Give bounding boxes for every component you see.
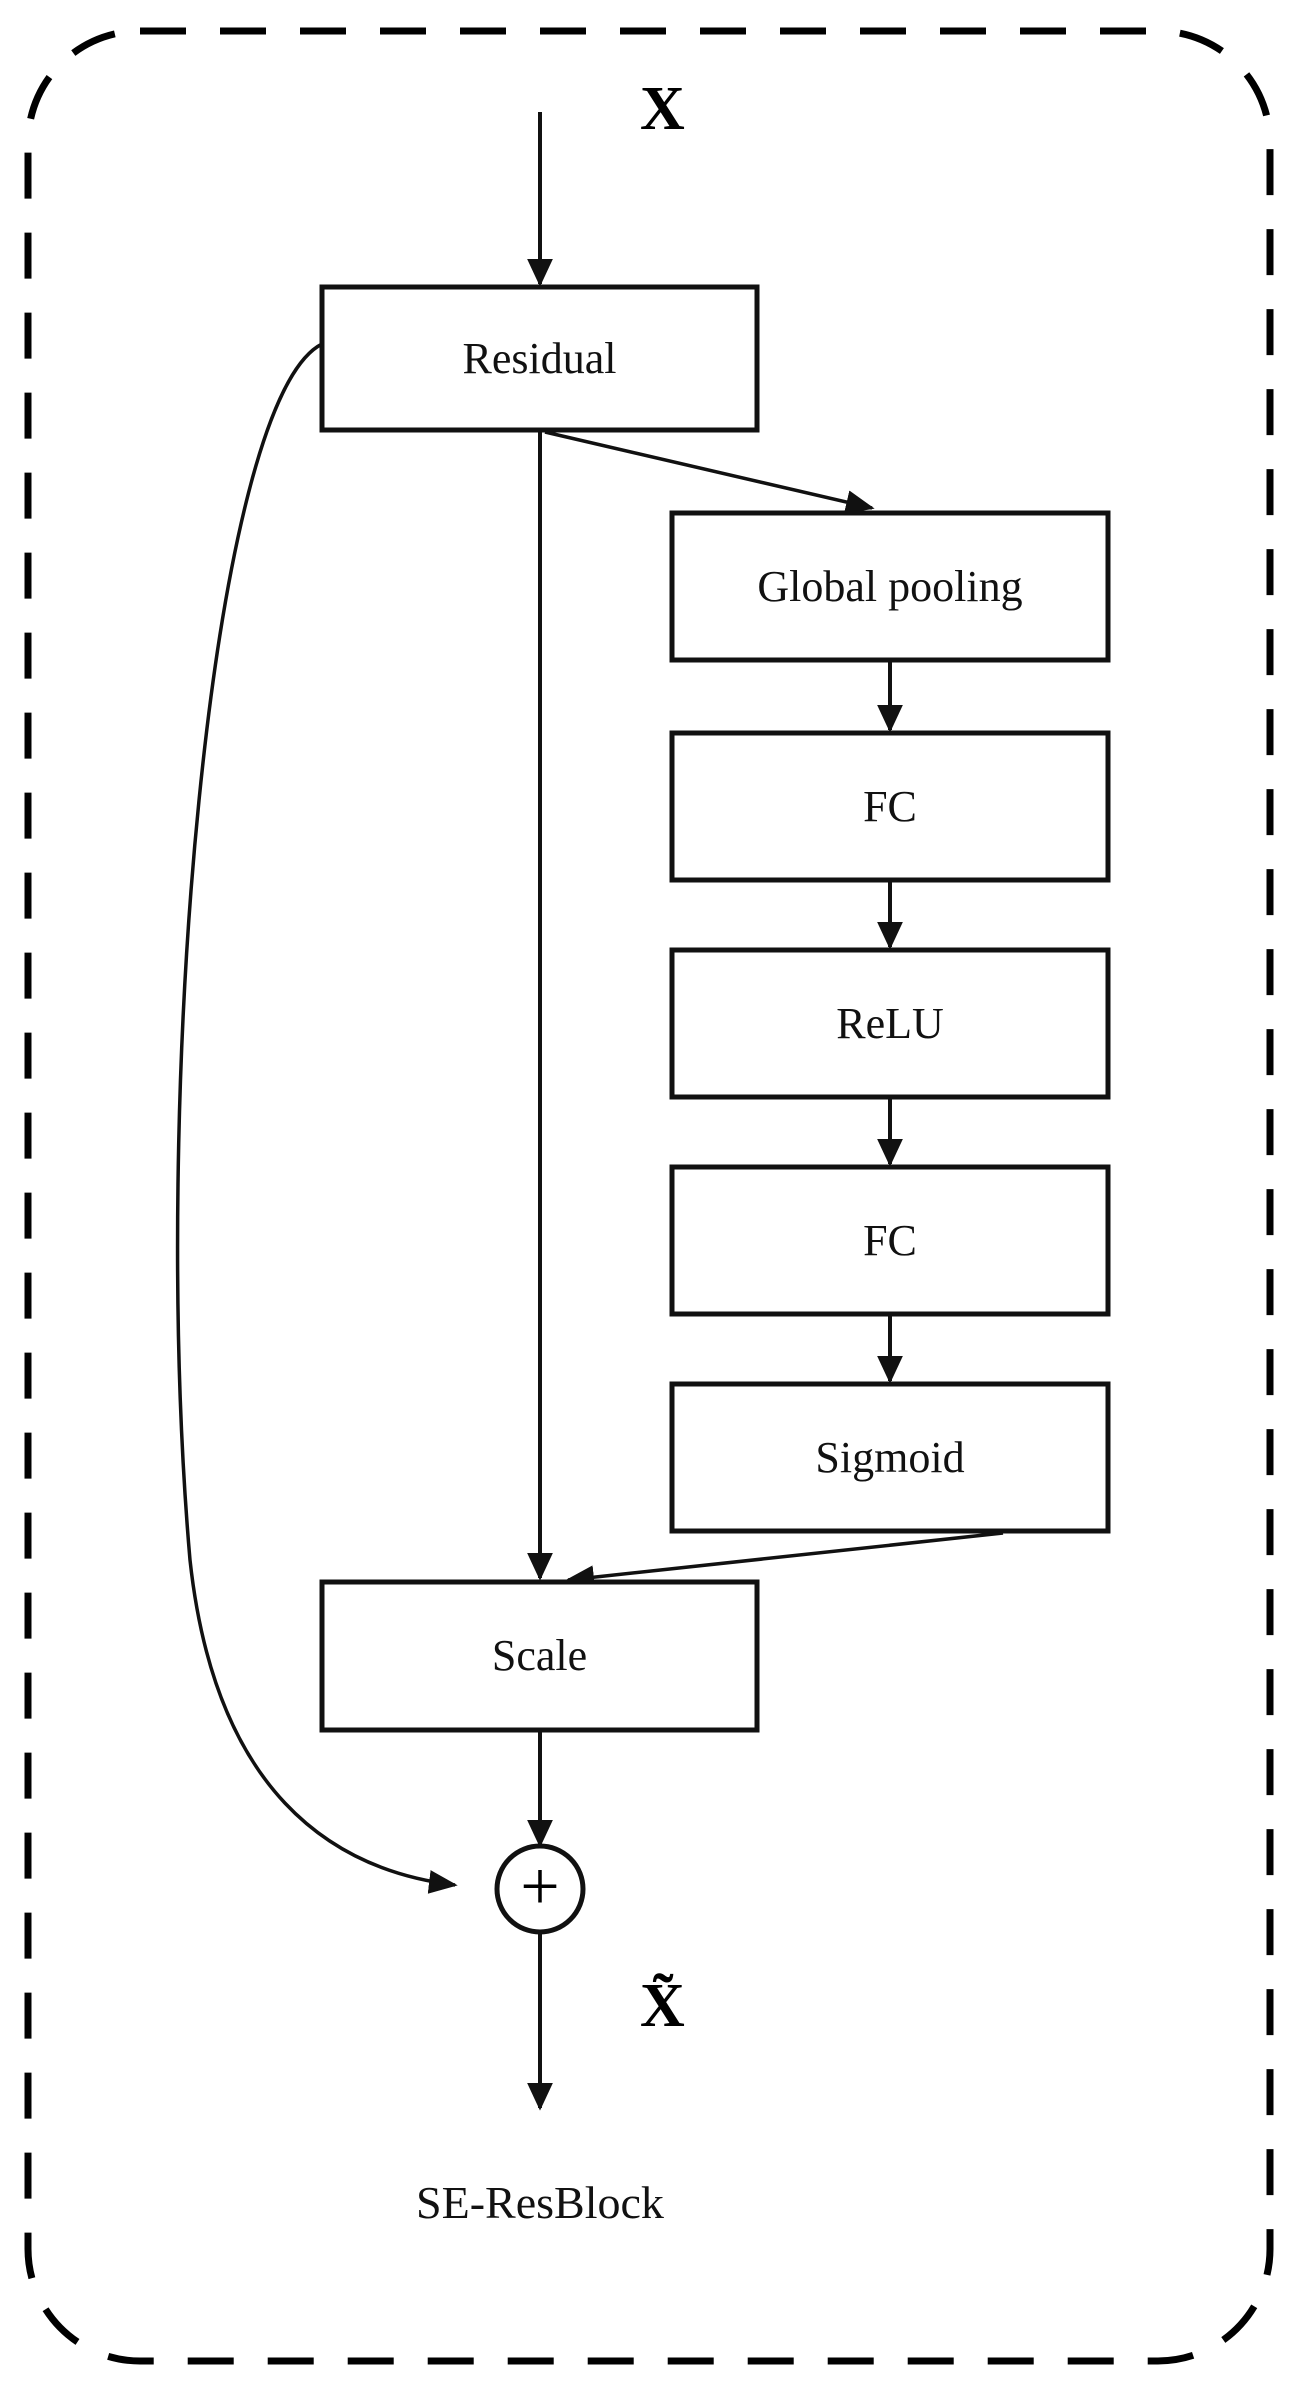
node-box-fc1 bbox=[669, 730, 1111, 883]
node-box-relu bbox=[669, 947, 1111, 1100]
output-tensor-label: X̃ bbox=[640, 1972, 685, 2040]
node-box-sigmoid bbox=[669, 1381, 1111, 1534]
node-box-residual bbox=[319, 284, 760, 433]
figure-caption: SE-ResBlock bbox=[416, 2177, 664, 2228]
edge-residual-to-global-pooling bbox=[544, 430, 875, 514]
dashed-container-border bbox=[24, 27, 1274, 2365]
node-box-fc2 bbox=[669, 1164, 1111, 1317]
edge-sigmoid-to-scale bbox=[565, 1531, 1004, 1590]
node-box-scale bbox=[319, 1579, 760, 1733]
node-box-global-pooling bbox=[669, 510, 1111, 663]
edge-skip-connection bbox=[175, 342, 458, 1894]
sum-node-circle bbox=[494, 1843, 586, 1935]
input-tensor-label: X bbox=[640, 75, 685, 143]
